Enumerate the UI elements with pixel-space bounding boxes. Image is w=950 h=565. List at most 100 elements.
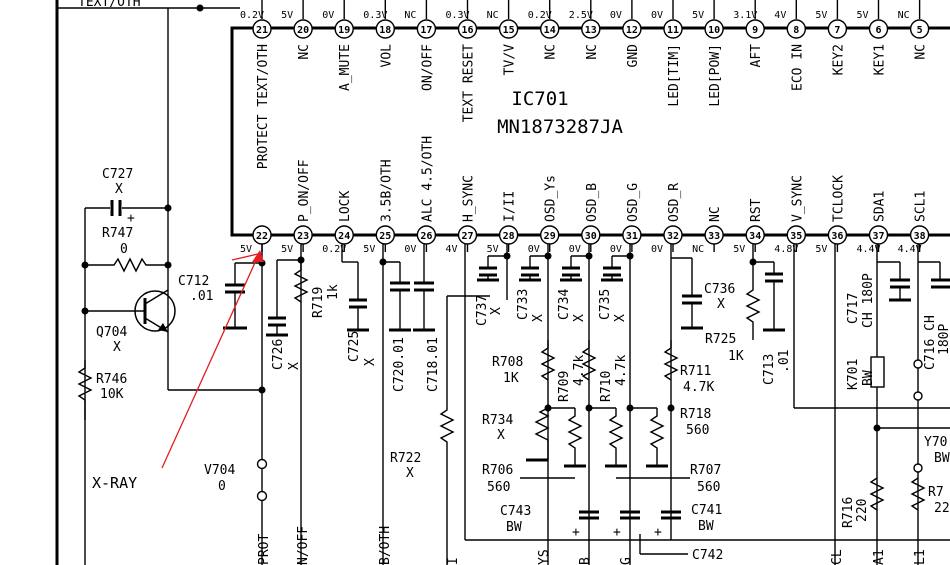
pin-label: GND xyxy=(626,44,641,68)
pin-voltage: 3.1V xyxy=(733,10,757,21)
pin-number: 33 xyxy=(708,231,720,242)
r7-val: 22 xyxy=(934,501,950,516)
c716-ref: C716 CH xyxy=(923,315,938,370)
pin-number: 14 xyxy=(544,25,556,36)
r707-resistor xyxy=(608,408,624,466)
pin-number: 24 xyxy=(338,231,350,242)
pin-number: 25 xyxy=(379,231,391,242)
v704-node xyxy=(256,458,268,470)
pin-number: 38 xyxy=(914,231,926,242)
pin-voltage: 5V xyxy=(363,244,375,255)
v704-node xyxy=(256,490,268,502)
pin-label: ON/OFF xyxy=(420,44,435,91)
pin-label: I/II xyxy=(503,191,518,222)
k701-ferrite xyxy=(870,356,885,388)
pin-23 xyxy=(293,225,313,245)
pin-label: A_MUTE xyxy=(338,44,353,91)
pin-17 xyxy=(416,19,437,39)
pin-13 xyxy=(581,19,601,39)
pin-number: 29 xyxy=(544,231,556,242)
pin-voltage: 0V xyxy=(528,244,540,255)
r719-ref: R719 xyxy=(311,287,326,318)
r725-resistor xyxy=(745,262,761,340)
pin-voltage: 0V xyxy=(651,244,663,255)
y70-val: BW xyxy=(934,451,950,466)
x-ray-annotation: X-RAY xyxy=(92,474,137,492)
r710-ref: R710 xyxy=(599,371,614,402)
pin-voltage: 5V xyxy=(281,244,293,255)
pin-voltage: 0V xyxy=(651,10,663,21)
pin-voltage: 0.3V xyxy=(446,10,470,21)
pin-voltage: NC xyxy=(692,244,704,255)
pin-number: 13 xyxy=(585,25,597,36)
pin-number: 11 xyxy=(667,25,679,36)
bottom-net-label: G xyxy=(619,557,634,565)
c716-val: 180P xyxy=(937,324,950,355)
pin-number: 36 xyxy=(831,231,843,242)
c741-ref: C741 xyxy=(691,503,722,518)
q704-ref: Q704 xyxy=(96,325,127,340)
r722-val: X xyxy=(406,466,414,481)
c727-ref: C727 xyxy=(102,167,133,182)
pin-25 xyxy=(375,225,395,245)
pin-15 xyxy=(498,19,519,39)
c712-ref: C712 xyxy=(178,274,209,289)
r707-val: 560 xyxy=(697,480,720,495)
pin-24 xyxy=(334,225,354,245)
pin-31 xyxy=(622,225,642,245)
pin-voltage: 0.2V xyxy=(240,10,264,21)
pin-voltage: 5V xyxy=(281,10,293,21)
pin-voltage: 5V xyxy=(815,244,827,255)
q704-arrow xyxy=(158,323,168,332)
k701-val: BW xyxy=(861,370,876,386)
c727-val: X xyxy=(115,182,123,197)
c717-ref: C717 xyxy=(846,293,861,324)
r718-resistor xyxy=(649,408,665,466)
pin-5 xyxy=(909,19,930,39)
pin-34 xyxy=(745,225,765,245)
bottom-net-label: L1 xyxy=(913,549,928,565)
pin-voltage: 0V xyxy=(322,10,334,21)
junction-dot xyxy=(164,204,172,212)
r709-ref: R709 xyxy=(557,371,572,402)
pin-label: LED[TIM] xyxy=(667,44,682,107)
c735-ref: C735 xyxy=(598,289,613,320)
bottom-net-label: A1 xyxy=(872,549,887,565)
pin-number: 7 xyxy=(834,25,840,36)
pin-number: 32 xyxy=(667,231,679,242)
y70-ref: Y70 xyxy=(924,435,947,450)
pin-number: 17 xyxy=(420,25,432,36)
r716-ref: R716 xyxy=(841,497,856,528)
net-label-top-left: TEXT/OTH xyxy=(78,0,141,10)
pin-number: 18 xyxy=(379,25,391,36)
pin-number: 12 xyxy=(626,25,638,36)
r725-ref: R725 xyxy=(705,332,736,347)
x-ray-arrow xyxy=(161,255,259,469)
pin-21 xyxy=(252,19,272,39)
pin-label: OSD_R xyxy=(667,183,682,222)
r707-ref: R707 xyxy=(690,463,721,478)
v704-val: 0 xyxy=(218,479,226,494)
pin-number: 22 xyxy=(256,231,268,242)
pin-32 xyxy=(663,225,683,245)
pin-number: 6 xyxy=(875,25,881,36)
x-ray-arrow-tail xyxy=(231,253,259,261)
q704-val: X xyxy=(113,340,121,355)
bottom-net-label: N/OFF xyxy=(296,526,311,565)
junction-dot xyxy=(164,261,172,269)
pin-28 xyxy=(498,225,519,245)
pin-voltage: 0V xyxy=(404,244,416,255)
pin-label: ALC 4.5/OTH xyxy=(420,136,435,222)
r718-ref: R718 xyxy=(680,407,711,422)
pin-10 xyxy=(704,19,724,39)
pin-label: NC xyxy=(544,44,559,60)
c727-plus: + xyxy=(127,211,135,226)
pin-number: 21 xyxy=(256,25,268,36)
pin-voltage: 4.8V xyxy=(774,244,798,255)
c726-ref: C726 xyxy=(271,339,286,370)
pin-voltage: 0.2V xyxy=(528,10,552,21)
c741-val: BW xyxy=(698,519,714,534)
pin-11 xyxy=(663,19,683,39)
pin-18 xyxy=(375,19,395,39)
